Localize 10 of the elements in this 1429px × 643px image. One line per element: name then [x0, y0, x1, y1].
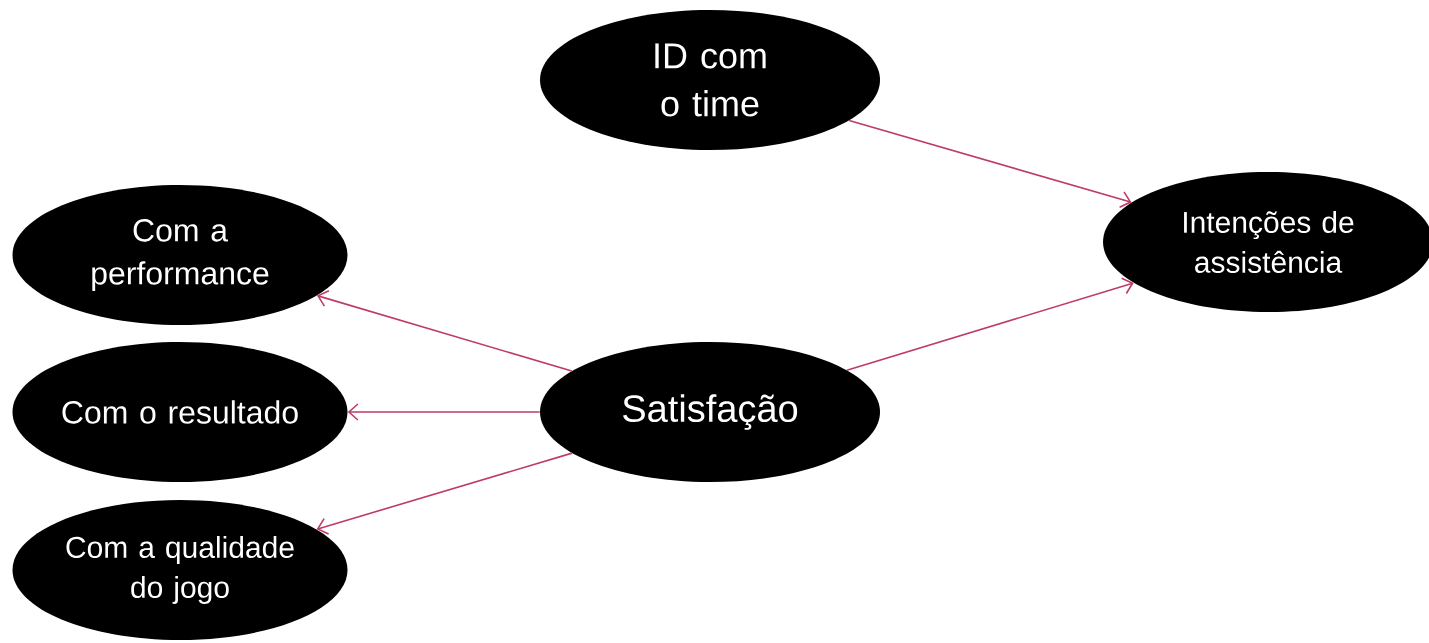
arrow	[848, 119, 1132, 209]
arrow	[316, 452, 573, 535]
ellipse-node: Com a performance	[12, 185, 348, 325]
ellipse-node: Satisfação	[540, 342, 880, 482]
arrow	[316, 289, 573, 372]
arrow	[347, 403, 541, 421]
ellipse-node: Com o resultado	[12, 342, 348, 482]
ellipse-node: Com a qualidade do jogo	[12, 500, 348, 640]
ellipse-node: ID com o time	[540, 10, 880, 150]
arrow	[846, 277, 1134, 372]
